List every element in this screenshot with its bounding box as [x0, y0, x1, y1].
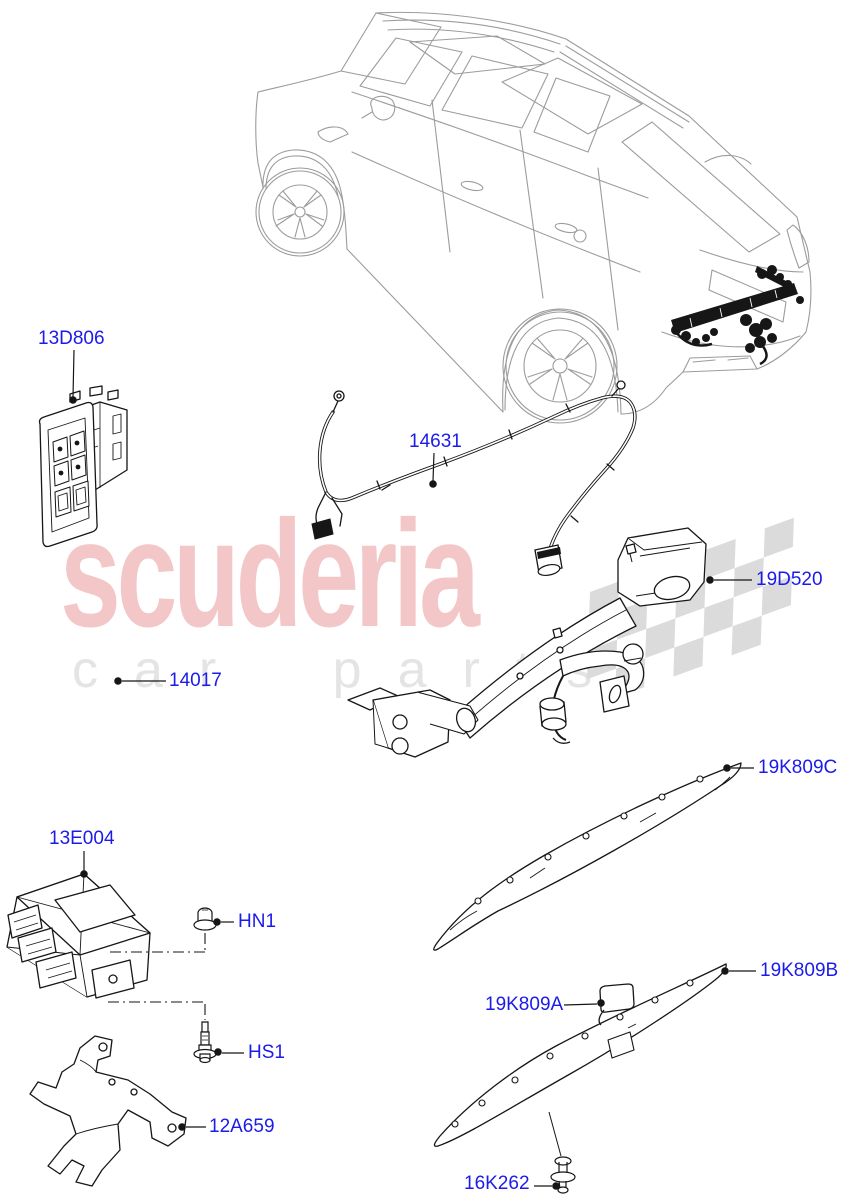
part-13D806-switch-pack[interactable] — [38, 385, 128, 548]
vehicle-highlighted-towing-parts — [671, 265, 804, 366]
vehicle-illustration — [255, 11, 812, 424]
leader-19K809C — [723, 764, 754, 772]
leader-19K809A — [563, 999, 605, 1007]
part-label-14017[interactable]: 14017 — [169, 670, 222, 691]
leader-19K809B — [721, 967, 756, 975]
part-label-13E004[interactable]: 13E004 — [49, 828, 115, 849]
part-19K809B-trim[interactable] — [433, 963, 727, 1147]
part-19D520-tow-bar[interactable] — [347, 527, 707, 758]
part-label-12A659[interactable]: 12A659 — [209, 1116, 275, 1137]
part-16K262-fastener[interactable] — [548, 1111, 576, 1194]
part-label-19K809B[interactable]: 19K809B — [760, 960, 839, 981]
part-HS1-screw[interactable] — [193, 1021, 217, 1064]
part-19K809A-cover[interactable] — [598, 983, 635, 1026]
leader-13D806 — [69, 349, 77, 404]
leader-lines — [69, 349, 756, 1190]
leader-HS1 — [214, 1048, 244, 1056]
part-13E004-module[interactable] — [6, 873, 151, 999]
part-label-HN1[interactable]: HN1 — [238, 911, 277, 932]
part-label-19D520[interactable]: 19D520 — [756, 569, 823, 590]
part-19K809C-trim[interactable] — [433, 762, 742, 951]
part-14631-wiring-harness[interactable] — [311, 380, 637, 577]
part-label-19K809A[interactable]: 19K809A — [485, 994, 564, 1015]
part-label-16K262[interactable]: 16K262 — [464, 1173, 530, 1194]
leader-HN1 — [213, 918, 234, 926]
leader-14017 — [114, 677, 166, 685]
watermark-brand: scuderia — [60, 489, 480, 659]
part-label-HS1[interactable]: HS1 — [248, 1042, 285, 1063]
assembly-reference-lines — [108, 933, 206, 1020]
leader-16K262 — [534, 1182, 560, 1190]
leader-14631 — [429, 452, 437, 488]
part-HN1-nut[interactable] — [193, 907, 217, 931]
part-label-14631[interactable]: 14631 — [409, 431, 462, 452]
leader-13E004 — [80, 851, 88, 878]
part-label-19K809C[interactable]: 19K809C — [758, 757, 838, 778]
rear-wheel — [502, 308, 618, 424]
leader-19D520 — [706, 576, 752, 584]
leader-12A659 — [178, 1123, 206, 1131]
part-12A659-bracket[interactable] — [29, 1035, 187, 1187]
part-label-13D806[interactable]: 13D806 — [38, 328, 105, 349]
front-wheel — [255, 167, 345, 257]
